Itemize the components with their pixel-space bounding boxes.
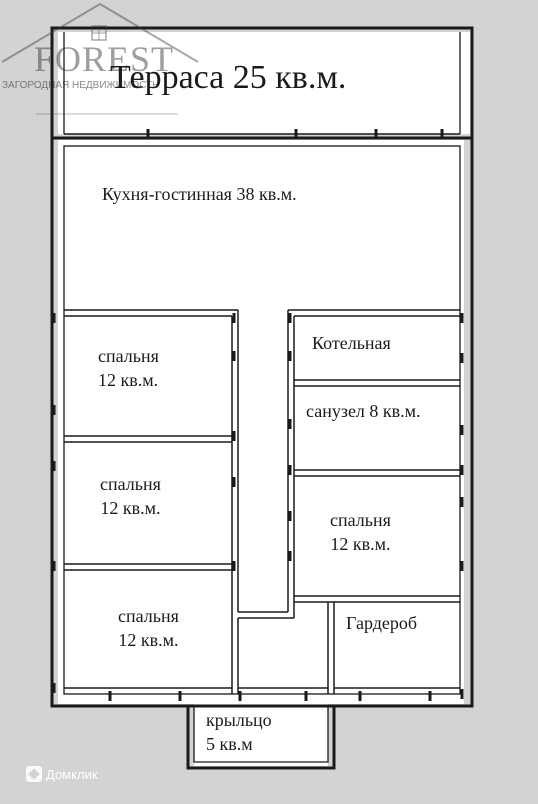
bedroom-1-name: спальня [98, 346, 159, 366]
bedroom-3-label: спальня 12 кв.м. [118, 604, 179, 652]
wardrobe-label: Гардероб [346, 613, 418, 633]
bedroom-2-label: спальня 12 кв.м. [100, 472, 161, 520]
porch-name: крыльцо [206, 710, 272, 730]
bedroom-4-name: спальня [330, 510, 391, 530]
kitchen-label: Кухня-гостинная 38 кв.м. [102, 184, 297, 204]
bedroom-3-area: 12 кв.м. [118, 630, 179, 650]
house-inner-wall [63, 145, 461, 695]
porch-area: 5 кв.м [206, 734, 253, 754]
porch-wall [186, 706, 336, 770]
porch-inner-wall [193, 706, 329, 763]
domclick-badge: Домклик [26, 766, 98, 782]
house-area [58, 140, 464, 704]
house-wall [50, 136, 474, 708]
bedroom-1-label: спальня 12 кв.м. [98, 344, 159, 392]
bedroom-3-name: спальня [118, 606, 179, 626]
porch-area [194, 704, 328, 766]
terrace-area [58, 32, 470, 134]
bedroom-2-area: 12 кв.м. [100, 498, 161, 518]
bedroom-4-area: 12 кв.м. [330, 534, 391, 554]
boiler-label: Котельная [312, 333, 391, 353]
domclick-label: Домклик [46, 766, 98, 782]
window-marks [52, 129, 464, 701]
porch-label: крыльцо 5 кв.м [206, 708, 272, 756]
bedroom-2-name: спальня [100, 474, 161, 494]
bathroom-label: санузел 8 кв.м. [306, 401, 421, 421]
domclick-logo-icon [26, 766, 42, 782]
bedroom-4-label: спальня 12 кв.м. [330, 508, 391, 556]
terrace-label: Терраса 25 кв.м. [110, 59, 347, 96]
bedroom-1-area: 12 кв.м. [98, 370, 159, 390]
